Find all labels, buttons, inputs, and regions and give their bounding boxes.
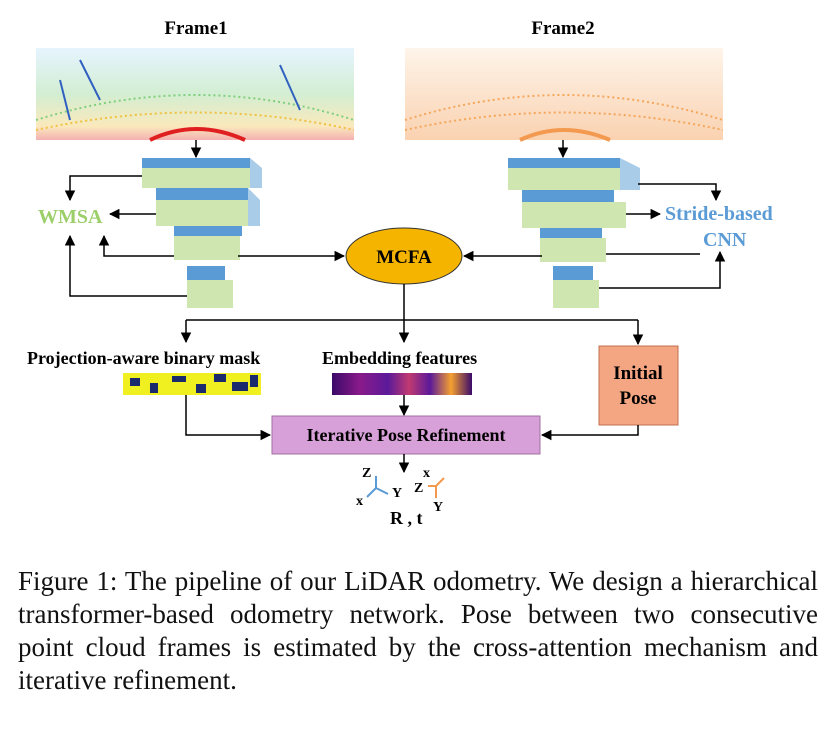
embedding-features-image <box>332 373 472 395</box>
svg-text:x: x <box>423 466 430 481</box>
wmsa-label: WMSA <box>38 206 103 228</box>
initial-pose-line2: Pose <box>620 388 657 409</box>
cnn-label-line1: Stride-based <box>665 203 773 225</box>
rt-label: R , t <box>390 508 423 528</box>
cnn-label-line2: CNN <box>703 229 747 251</box>
initial-pose-box <box>598 345 679 426</box>
figure-caption: Figure 1: The pipeline of our LiDAR odom… <box>18 566 818 695</box>
frame1-title: Frame1 <box>164 18 227 39</box>
svg-text:Z: Z <box>414 481 423 496</box>
rotation-axes-icon: Z x Y <box>356 466 402 509</box>
iterative-pose-refinement-box <box>271 415 541 455</box>
svg-text:x: x <box>356 494 363 509</box>
mcfa-label: MCFA <box>376 247 432 268</box>
frame2-title: Frame2 <box>531 18 594 39</box>
translation-axes-icon: x Z Y <box>414 466 445 515</box>
embedding-label: Embedding features <box>322 348 477 368</box>
iterative-pose-refinement-label: Iterative Pose Refinement <box>307 425 506 445</box>
binary-mask-image <box>123 373 261 395</box>
svg-text:Y: Y <box>433 500 443 515</box>
pipeline-diagram: Frame1 Frame2 <box>27 18 773 528</box>
frame1-point-cloud <box>35 48 355 142</box>
svg-text:Z: Z <box>362 466 371 481</box>
svg-text:Y: Y <box>392 486 402 501</box>
initial-pose-line1: Initial <box>613 363 663 384</box>
mask-label: Projection-aware binary mask <box>27 348 260 368</box>
frame1-feature-pyramid <box>142 158 262 308</box>
frame2-feature-pyramid <box>508 158 640 308</box>
frame2-point-cloud <box>404 48 724 142</box>
